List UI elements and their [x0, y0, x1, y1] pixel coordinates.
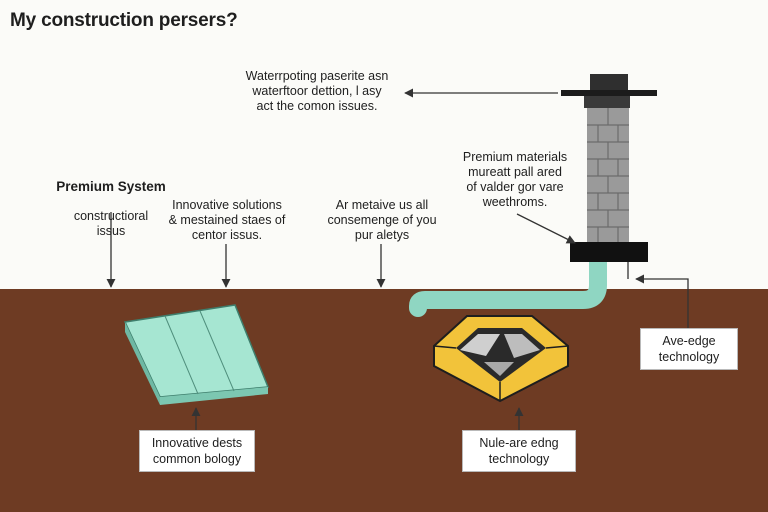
label-box-innovative-desits: Innovative dests common bology	[139, 430, 255, 472]
callout-premium-system: Premium System constructioral issus	[40, 164, 182, 239]
soil-ground	[0, 289, 768, 512]
brick-column-icon	[561, 74, 657, 262]
callout-innovative-solutions: Innovative solutions & mestained staes o…	[168, 198, 286, 242]
label-box-nule-are: Nule-are edng technology	[462, 430, 576, 472]
pipe-icon	[409, 253, 607, 317]
arrow-premium-materials	[516, 213, 576, 244]
arrow-ave-edge	[635, 274, 689, 328]
callout-premium-system-heading: Premium System	[56, 179, 166, 194]
label-box-ave-edge: Ave-edge technology	[640, 328, 738, 370]
page-title: My construction persers?	[10, 10, 238, 31]
callout-top-waterproof: Waterrpoting paserite asn waterftoor det…	[245, 69, 389, 113]
drain-node-icon	[433, 315, 569, 403]
membrane-panel-icon	[123, 304, 270, 405]
callout-premium-materials: Premium materials mureatt pall ared of v…	[462, 150, 568, 209]
callout-ar-metaive: Ar metaive us all consemenge of you pur …	[327, 198, 437, 242]
callout-premium-system-body: constructioral issus	[73, 209, 149, 238]
